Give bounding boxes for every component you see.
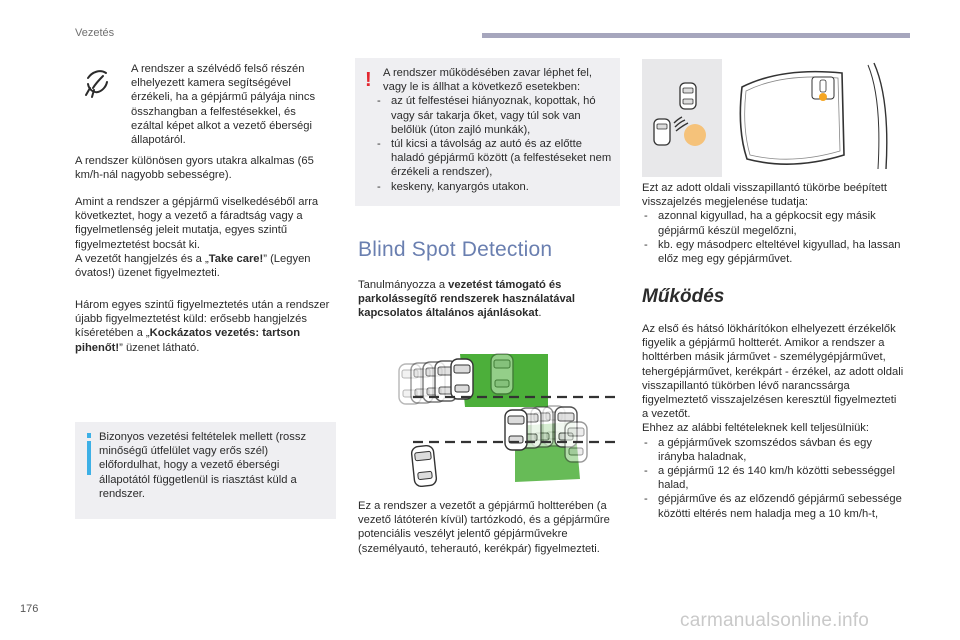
take-care-para: A vezetőt hangjelzés és a „Take care!” (… (75, 252, 337, 280)
vehicle-top (450, 358, 474, 400)
watermark: carmanualsonline.info (680, 610, 870, 631)
recommendation-bold: vezetést támogató és parkolássegítő rend… (358, 279, 576, 320)
warning-note: A rendszer működésében zavar léphet fel,… (377, 66, 615, 194)
list-item: azonnal kigyullad, ha a gépkocsit egy má… (642, 209, 904, 237)
section-title-blind-spot: Blind Spot Detection (358, 238, 553, 261)
section-title-operation: Működés (642, 286, 725, 307)
camera-description: A rendszer a szélvédő felső részén elhel… (131, 63, 316, 147)
take-care-post: ” (Legyen óvatos!) üzenet figyelmezteti. (75, 252, 311, 280)
mirror-intro: Ezt az adott oldali visszapillantó tükör… (642, 182, 888, 209)
second-alert-pre: Három egyes szintű figyelmeztetés után a… (75, 299, 330, 340)
conditions-list: a gépjárművek szomszédos sávban és egy i… (642, 436, 904, 521)
list-item: túl kicsi a távolság az autó és az előtt… (375, 137, 615, 180)
warning-list: az út felfestései hiányoznak, kopottak, … (375, 94, 615, 194)
list-item: kb. egy másodperc elteltével kigyullad, … (642, 238, 904, 266)
risky-driving-message: Kockázatos vezetés: tartson pihenőt! (75, 327, 301, 354)
recommendation-text: Tanulmányozza a vezetést támogató és par… (358, 278, 613, 321)
blind-spot-illustration (355, 352, 620, 488)
second-alert-post: ” üzenet látható. (119, 341, 200, 354)
take-care-pre: A vezetőt hangjelzés és a „ (75, 252, 209, 265)
steering-wheel-hand-icon (80, 66, 114, 100)
recommendation-post: . (538, 307, 542, 320)
info-icon-bar (87, 441, 91, 475)
info-icon (87, 433, 91, 438)
recommendation-pre: Tanulmányozza a (358, 279, 449, 291)
list-item: keskeny, kanyargós utakon. (375, 180, 615, 194)
mirror-list: azonnal kigyullad, ha a gépkocsit egy má… (642, 209, 904, 266)
list-item: gépjárműve és az előzendő gépjármű sebes… (642, 492, 904, 520)
info-note-box (75, 422, 336, 519)
first-level-alert-text: Amint a rendszer a gépjármű viselkedéséb… (75, 195, 337, 280)
mirror-illustration (642, 59, 892, 177)
list-item: a gépjármű 12 és 140 km/h közötti sebess… (642, 464, 904, 492)
mirror-indicator-text: Ezt az adott oldali visszapillantó tükör… (642, 181, 904, 266)
list-item: a gépjárművek szomszédos sávban és egy i… (642, 436, 904, 464)
conditions-intro: Ehhez az alábbi feltételeknek kell telje… (642, 422, 869, 435)
running-header: Vezetés (75, 27, 115, 39)
warning-icon: ! (365, 69, 372, 91)
blind-spot-description: Ez a rendszer a vezetőt a gépjármű holtt… (358, 500, 610, 555)
list-item: az út felfestései hiányoznak, kopottak, … (375, 94, 615, 137)
header-bar (482, 33, 910, 38)
operation-text: Az első és hátsó lökhárítókon elhelyezet… (642, 322, 904, 521)
page-number: 176 (20, 603, 39, 615)
warning-intro: A rendszer működésében zavar léphet fel,… (383, 67, 592, 94)
take-care-message: Take care! (208, 252, 264, 265)
operation-body: Az első és hátsó lökhárítókon elhelyezet… (642, 323, 904, 421)
first-level-alert-para: Amint a rendszer a gépjármű viselkedéséb… (75, 196, 319, 251)
speed-suitability-text: A rendszer különösen gyors utakra alkalm… (75, 155, 314, 182)
info-note-text: Bizonyos vezetési feltételek mellett (ro… (99, 431, 307, 500)
second-level-alert-text: Három egyes szintű figyelmeztetés után a… (75, 298, 337, 355)
